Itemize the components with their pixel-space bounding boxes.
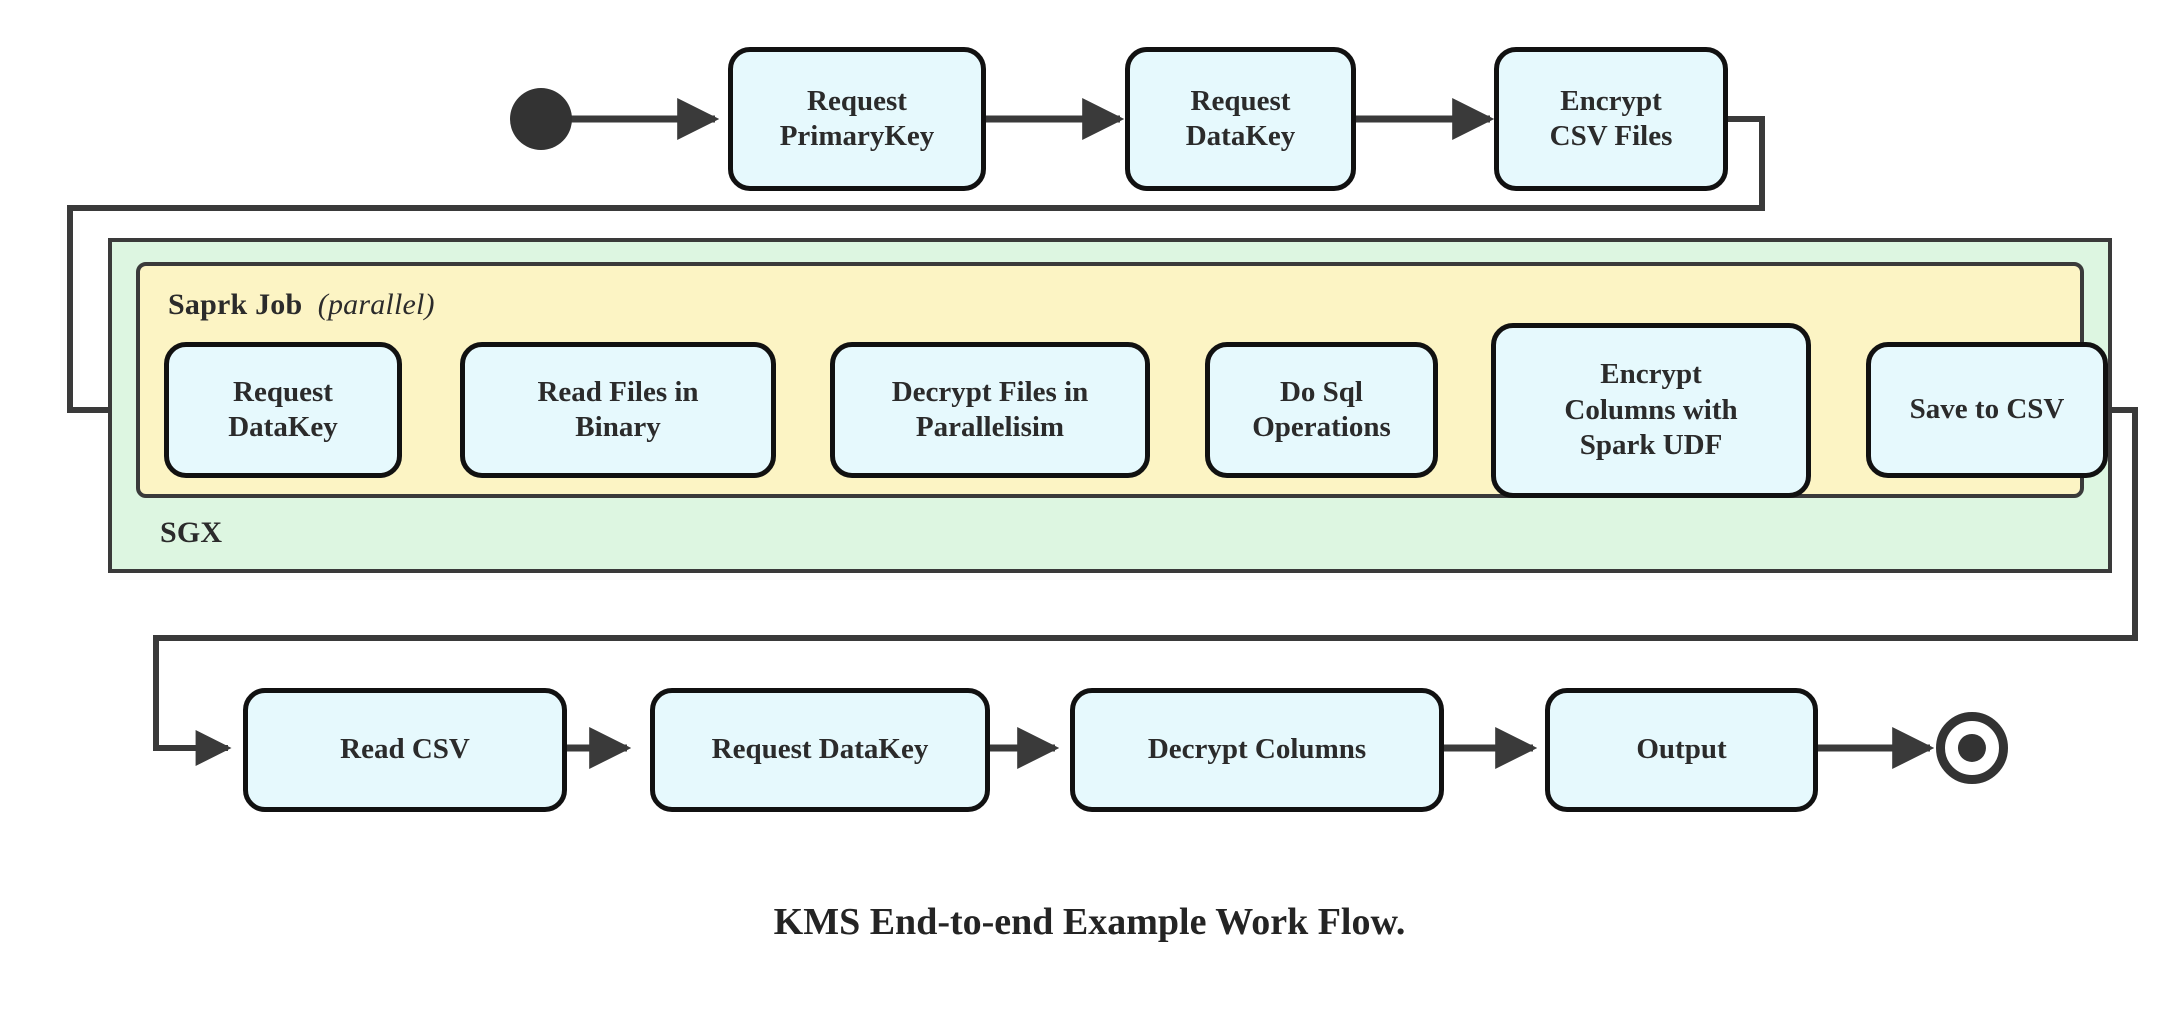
spark-label-parallel: (parallel) <box>317 288 435 321</box>
node-do-sql-operations[interactable]: Do Sql Operations <box>1205 342 1438 478</box>
node-label: Request DataKey <box>711 733 929 766</box>
node-encrypt-csv-files[interactable]: Encrypt CSV Files <box>1494 47 1728 191</box>
node-label: Request DataKey <box>228 375 338 443</box>
node-label: Encrypt CSV Files <box>1549 84 1673 152</box>
node-request-primarykey[interactable]: Request PrimaryKey <box>728 47 986 191</box>
node-request-datakey-top[interactable]: Request DataKey <box>1125 47 1356 191</box>
node-read-files-in-binary[interactable]: Read Files in Binary <box>460 342 776 478</box>
diagram-caption: KMS End-to-end Example Work Flow. <box>773 901 1406 943</box>
end-node <box>1936 712 2008 784</box>
node-label: Output <box>1636 733 1727 766</box>
node-decrypt-files-in-parallelisim[interactable]: Decrypt Files in Parallelisim <box>830 342 1150 478</box>
sgx-label-text: SGX <box>160 516 223 549</box>
node-label: Request PrimaryKey <box>779 84 935 152</box>
spark-job-region-label: Saprk Job (parallel) <box>168 288 435 322</box>
node-request-datakey-bottom[interactable]: Request DataKey <box>650 688 990 812</box>
node-label: Request DataKey <box>1185 84 1296 152</box>
node-label: Encrypt Columns with Spark UDF <box>1564 358 1738 462</box>
node-save-to-csv[interactable]: Save to CSV <box>1866 342 2108 478</box>
node-encrypt-columns-with-spark-udf[interactable]: Encrypt Columns with Spark UDF <box>1491 323 1811 498</box>
node-read-csv[interactable]: Read CSV <box>243 688 567 812</box>
node-label: Decrypt Columns <box>1147 733 1367 766</box>
node-request-datakey-spark[interactable]: Request DataKey <box>164 342 402 478</box>
node-output[interactable]: Output <box>1545 688 1818 812</box>
node-decrypt-columns[interactable]: Decrypt Columns <box>1070 688 1444 812</box>
start-node <box>510 88 572 150</box>
node-label: Read Files in Binary <box>537 375 699 443</box>
node-label: Do Sql Operations <box>1252 375 1391 443</box>
node-label: Decrypt Files in Parallelisim <box>891 375 1089 443</box>
node-label: Save to CSV <box>1909 393 2065 426</box>
node-label: Read CSV <box>340 733 470 766</box>
sgx-region-label: SGX <box>160 516 222 550</box>
spark-label-text: Saprk Job <box>168 288 303 321</box>
